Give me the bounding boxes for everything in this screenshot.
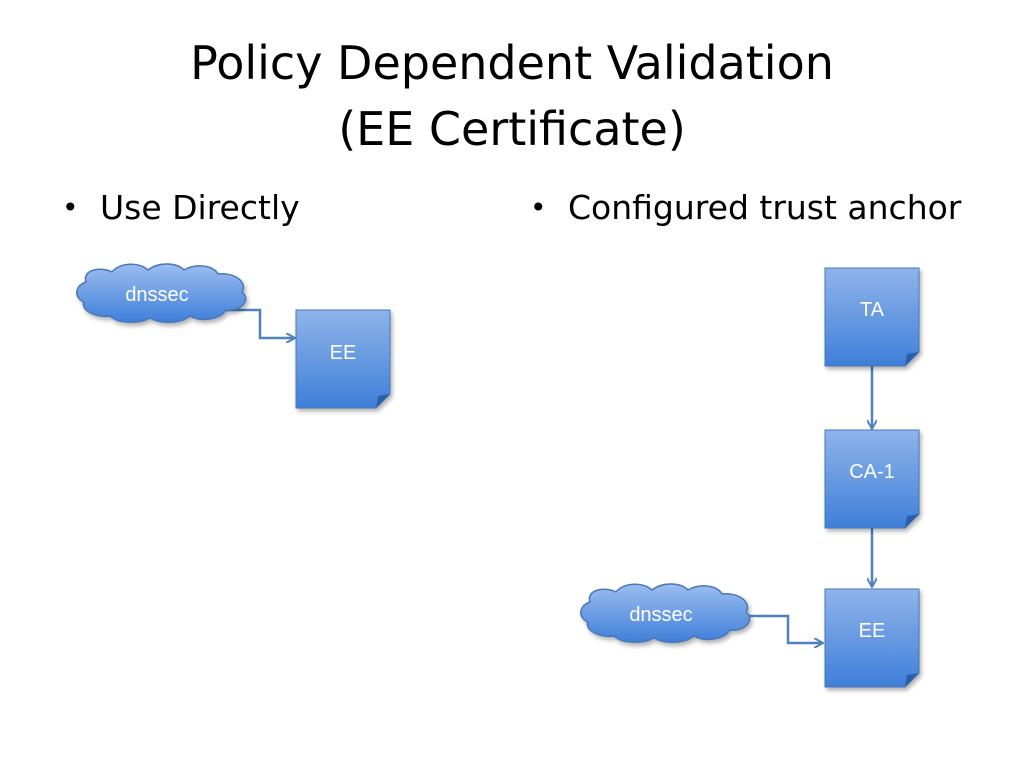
- connector-arrow: [746, 614, 822, 643]
- left-diagram: dnssec EE: [76, 263, 391, 409]
- box-label: EE: [330, 342, 357, 364]
- title-line-1: Policy Dependent Validation: [190, 36, 834, 90]
- box-label: TA: [860, 299, 885, 321]
- bullet-dot-icon: •: [530, 191, 547, 224]
- ca1-certificate-box: CA-1: [824, 429, 920, 529]
- ee-certificate-box: EE: [295, 309, 391, 409]
- box-label: CA-1: [849, 461, 895, 483]
- dnssec-cloud: dnssec: [76, 263, 247, 323]
- bullet-dot-icon: •: [62, 191, 79, 224]
- bullet-text: Configured trust anchor: [568, 188, 962, 227]
- title-line-2: (EE Certificate): [338, 102, 686, 156]
- cloud-label: dnssec: [629, 604, 692, 626]
- bullet-text: Use Directly: [100, 188, 300, 227]
- dnssec-cloud: dnssec: [580, 583, 751, 643]
- right-diagram: TA CA-1 EE dnssec: [580, 267, 920, 688]
- box-label: EE: [859, 620, 886, 642]
- slide-title: Policy Dependent Validation (EE Certific…: [0, 30, 1024, 162]
- ta-certificate-box: TA: [824, 267, 920, 367]
- cloud-label: dnssec: [125, 284, 188, 306]
- ee-certificate-box: EE: [824, 588, 920, 688]
- connector-arrow: [222, 308, 294, 338]
